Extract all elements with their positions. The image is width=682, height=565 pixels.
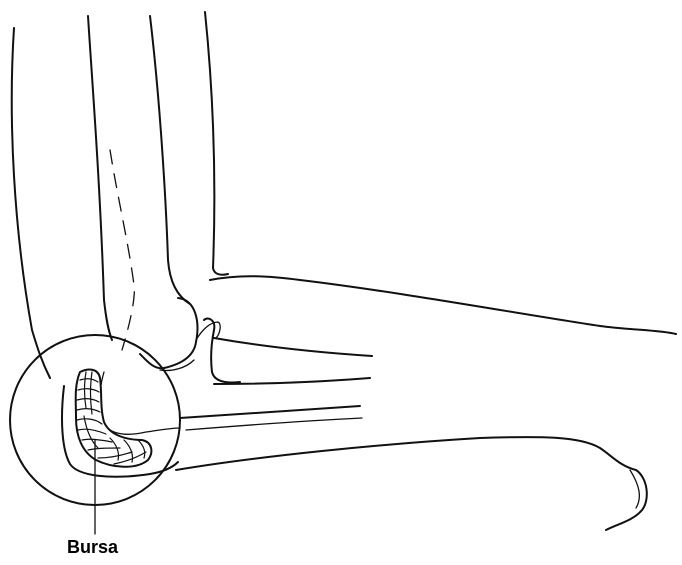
humerus	[88, 16, 197, 371]
radius-lower-edge	[186, 418, 362, 430]
humerus-front-edge	[150, 16, 190, 304]
olecranon-hook	[204, 318, 240, 382]
upper-arm	[12, 12, 228, 378]
humerus-back-dashed	[110, 150, 134, 350]
bursa-inset	[10, 335, 180, 534]
condyle-shadow	[160, 360, 194, 371]
radius-head	[196, 322, 220, 340]
forearm-bottom-contour	[176, 437, 647, 530]
radius-upper-edge	[180, 406, 360, 418]
forearm-wrist-crease	[630, 470, 639, 508]
ulna-lower-edge	[214, 378, 370, 384]
forearm	[176, 276, 676, 530]
bursa-label: Bursa	[67, 538, 118, 556]
upper-arm-back-contour	[12, 28, 50, 378]
forearm-bones	[180, 318, 372, 430]
humerus-condyle	[140, 298, 197, 368]
humerus-back-edge	[88, 16, 112, 340]
upper-arm-front-contour	[205, 12, 228, 275]
inset-bone-contour	[99, 372, 180, 434]
ulna-upper-edge	[214, 338, 372, 356]
forearm-top-contour	[210, 276, 676, 334]
